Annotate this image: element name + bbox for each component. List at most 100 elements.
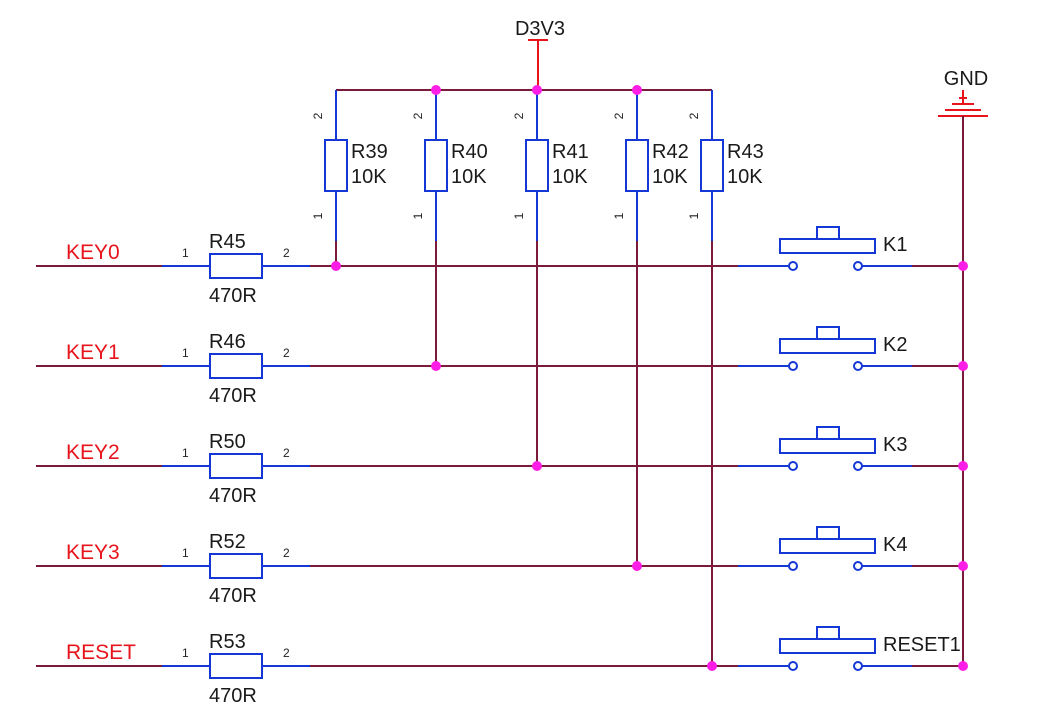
power-symbol-d3v3: D3V3 — [515, 18, 565, 90]
series-resistor-body — [209, 353, 263, 379]
ground-junction-dot — [958, 261, 968, 271]
net-label: KEY1 — [66, 341, 120, 364]
switch-actuator — [779, 238, 876, 254]
pullup-junction-dot — [331, 261, 341, 271]
pin-number: 2 — [411, 112, 425, 119]
resistor-value-label: 10K — [451, 166, 487, 188]
resistor-value-label: 10K — [351, 166, 387, 188]
ground-junction-dot — [958, 461, 968, 471]
push-button-k4: K4 — [738, 526, 912, 571]
resistor-ref-label: R43 — [727, 141, 764, 163]
switch-contact — [853, 361, 863, 371]
pin-number: 2 — [612, 112, 626, 119]
power-label: D3V3 — [515, 18, 565, 40]
pin-number: 1 — [311, 212, 325, 219]
switch-actuator — [779, 338, 876, 354]
pin-number: 1 — [182, 446, 189, 460]
push-button-k1: K1 — [738, 226, 912, 271]
resistor-ref-label: R42 — [652, 141, 689, 163]
resistor-value-label: 10K — [652, 166, 688, 188]
switch-contact — [788, 461, 798, 471]
pin-number: 1 — [182, 346, 189, 360]
pin-number: 2 — [311, 112, 325, 119]
pin-number: 1 — [687, 212, 701, 219]
series-resistor-ref: R53 — [209, 631, 246, 653]
pin-number: 2 — [283, 546, 290, 560]
switch-label: K3 — [883, 434, 907, 456]
pullup-resistor-r41: 2 1 R41 10K — [512, 90, 589, 241]
pullup-junction-dot — [707, 661, 717, 671]
switch-actuator — [779, 638, 876, 654]
resistor-ref-label: R40 — [451, 141, 488, 163]
net-label: KEY3 — [66, 541, 120, 564]
switch-label: K1 — [883, 234, 907, 256]
bus-junction-dot — [431, 85, 441, 95]
pin-number: 2 — [283, 246, 290, 260]
series-resistor-ref: R45 — [209, 231, 246, 253]
junction-dots — [331, 85, 968, 671]
pin-number: 2 — [687, 112, 701, 119]
series-resistor-ref: R50 — [209, 431, 246, 453]
switch-contact — [788, 361, 798, 371]
pin-number: 1 — [612, 212, 626, 219]
push-button-k3: K3 — [738, 426, 912, 471]
series-resistor-value: 470R — [209, 685, 257, 707]
switch-plunger — [816, 426, 840, 440]
switch-label: K2 — [883, 334, 907, 356]
series-resistor-ref: R46 — [209, 331, 246, 353]
pullup-resistor-r39: 2 1 R39 10K — [311, 90, 388, 241]
push-button-reset1: RESET1 — [738, 626, 961, 671]
series-resistor-body — [209, 553, 263, 579]
net-label: KEY2 — [66, 441, 120, 464]
switch-actuator — [779, 438, 876, 454]
switch-actuator — [779, 538, 876, 554]
switch-label: K4 — [883, 534, 907, 556]
series-resistor-body — [209, 253, 263, 279]
push-button-k2: K2 — [738, 326, 912, 371]
switch-contact — [853, 261, 863, 271]
pin-number: 1 — [182, 646, 189, 660]
series-resistor-value: 470R — [209, 285, 257, 307]
switch-plunger — [816, 226, 840, 240]
pin-number: 2 — [512, 112, 526, 119]
series-resistor-body — [209, 653, 263, 679]
pin-number: 2 — [283, 446, 290, 460]
switch-contact — [788, 661, 798, 671]
pin-number: 2 — [283, 646, 290, 660]
resistor-value-label: 10K — [552, 166, 588, 188]
pullup-junction-dot — [431, 361, 441, 371]
resistor-value-label: 10K — [727, 166, 763, 188]
switch-contact — [853, 561, 863, 571]
pullup-junction-dot — [632, 561, 642, 571]
resistor-body — [700, 139, 724, 192]
series-resistor-ref: R52 — [209, 531, 246, 553]
pin-number: 1 — [182, 246, 189, 260]
series-resistor-value: 470R — [209, 585, 257, 607]
ground-junction-dot — [958, 561, 968, 571]
resistor-ref-label: R39 — [351, 141, 388, 163]
resistor-body — [525, 139, 549, 192]
pullup-resistor-r42: 2 1 R42 10K — [612, 90, 689, 241]
switch-contact — [788, 261, 798, 271]
net-label: RESET — [66, 641, 136, 664]
switch-plunger — [816, 626, 840, 640]
ground-junction-dot — [958, 361, 968, 371]
pullup-resistor-r43: 2 1 R43 10K — [687, 90, 764, 241]
resistor-ref-label: R41 — [552, 141, 589, 163]
switch-contact — [788, 561, 798, 571]
switch-contact — [853, 461, 863, 471]
series-resistor-body — [209, 453, 263, 479]
wires — [36, 89, 964, 667]
pullup-junction-dot — [532, 461, 542, 471]
net-label: KEY0 — [66, 241, 120, 264]
pin-number: 1 — [512, 212, 526, 219]
pin-number: 2 — [283, 346, 290, 360]
ground-symbol-gnd: GND — [938, 68, 988, 117]
switch-contact — [853, 661, 863, 671]
switch-plunger — [816, 326, 840, 340]
